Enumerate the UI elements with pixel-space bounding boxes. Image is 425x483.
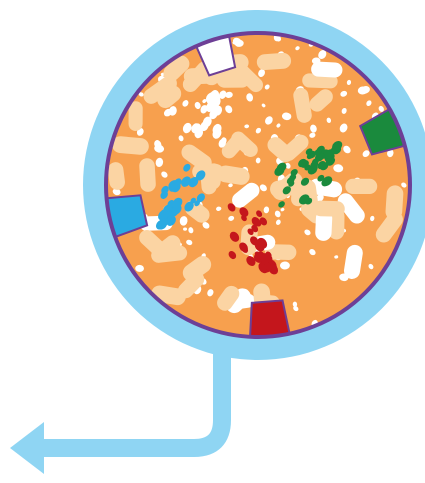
bent-arrow-left-icon (40, 352, 222, 448)
red-sector (250, 300, 290, 337)
white-capsule (311, 61, 343, 78)
arrow-head-icon (10, 422, 44, 474)
bacterium-capsule (256, 52, 291, 70)
bacterium-capsule (139, 158, 156, 193)
bacterium-capsule (345, 179, 377, 194)
